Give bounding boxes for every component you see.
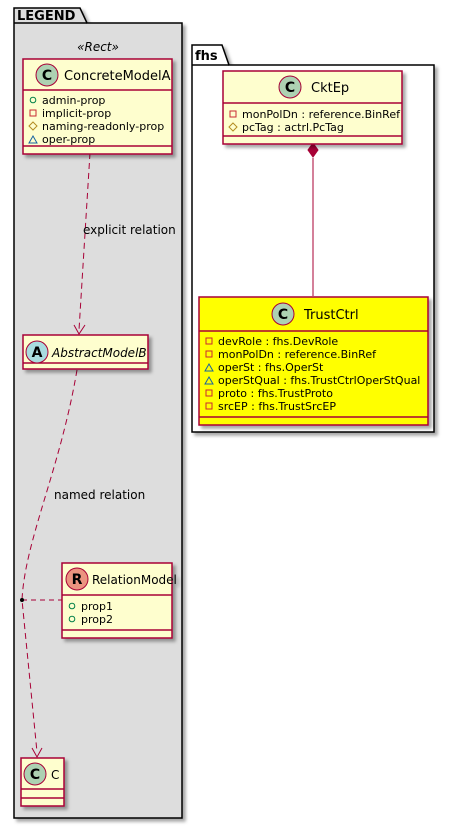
explicit-relation-label: explicit relation bbox=[83, 223, 176, 237]
prop-text: monPolDn : reference.BinRef bbox=[218, 348, 377, 361]
prop-row: pcTag : actrl.PcTag bbox=[228, 121, 344, 134]
class-trustctrl[interactable]: C TrustCtrl devRole : fhs.DevRole monPol… bbox=[198, 296, 429, 426]
public-visibility-icon bbox=[68, 602, 76, 610]
class-c[interactable]: C C bbox=[20, 757, 65, 807]
prop-row: operStQual : fhs.TrustCtrlOperStQual bbox=[204, 374, 420, 387]
prop-text: implicit-prop bbox=[42, 107, 111, 120]
prop-row: admin-prop bbox=[29, 94, 105, 107]
association-junction-dot bbox=[20, 598, 24, 602]
public-visibility-icon bbox=[29, 96, 37, 104]
prop-text: operSt : fhs.OperSt bbox=[218, 361, 324, 374]
package-visibility-icon bbox=[204, 375, 214, 385]
class-cktep-name: CktEp bbox=[311, 81, 349, 96]
private-visibility-icon bbox=[205, 350, 213, 358]
class-cktep-circle-icon bbox=[278, 75, 302, 99]
protected-visibility-icon bbox=[228, 122, 238, 132]
private-visibility-icon bbox=[205, 402, 213, 410]
prop-text: monPolDn : reference.BinRef bbox=[242, 108, 401, 121]
named-relation-label: named relation bbox=[54, 488, 145, 502]
prop-text: operStQual : fhs.TrustCtrlOperStQual bbox=[218, 374, 420, 387]
class-concrete-model-a-circle-letter: C bbox=[42, 68, 52, 84]
class-relation-model-name: RelationModel bbox=[92, 573, 177, 587]
private-visibility-icon bbox=[229, 110, 237, 118]
prop-row: proto : fhs.TrustProto bbox=[205, 387, 333, 400]
prop-row: implicit-prop bbox=[29, 107, 111, 120]
composition-diamond bbox=[307, 142, 319, 158]
package-visibility-icon bbox=[28, 134, 38, 144]
relations: explicit relation named relation bbox=[20, 142, 319, 759]
legend-package-title: LEGEND bbox=[17, 9, 76, 24]
prop-text: prop1 bbox=[81, 600, 113, 613]
class-relation-model-props: prop1 prop2 bbox=[68, 600, 113, 626]
prop-row: operSt : fhs.OperSt bbox=[204, 361, 324, 374]
private-visibility-icon bbox=[29, 109, 37, 117]
class-c-circle-icon bbox=[23, 762, 47, 786]
protected-visibility-icon bbox=[28, 121, 38, 131]
class-trustctrl-circle-letter: C bbox=[278, 307, 288, 323]
prop-text: prop2 bbox=[81, 613, 113, 626]
class-relation-model[interactable]: R RelationModel prop1 prop2 bbox=[61, 562, 177, 639]
legend-package-stereotype: «Rect» bbox=[77, 40, 119, 54]
prop-text: srcEP : fhs.TrustSrcEP bbox=[218, 400, 336, 413]
class-c-name: C bbox=[51, 768, 59, 782]
class-abstract-model-b-circle-letter: A bbox=[32, 345, 43, 361]
class-trustctrl-circle-icon bbox=[271, 302, 295, 326]
prop-text: proto : fhs.TrustProto bbox=[218, 387, 333, 400]
prop-text: pcTag : actrl.PcTag bbox=[242, 121, 344, 134]
private-visibility-icon bbox=[205, 337, 213, 345]
prop-row: srcEP : fhs.TrustSrcEP bbox=[205, 400, 336, 413]
class-concrete-model-a-name: ConcreteModelA bbox=[64, 69, 171, 84]
public-visibility-icon bbox=[68, 615, 76, 623]
class-abstract-model-b-name: AbstractModelB bbox=[51, 346, 147, 360]
prop-row: monPolDn : reference.BinRef bbox=[205, 348, 377, 361]
class-cktep-box bbox=[222, 70, 403, 145]
named-relation-line[interactable] bbox=[21, 369, 78, 753]
class-cktep[interactable]: C CktEp monPolDn : reference.BinRef pcTa… bbox=[222, 70, 403, 145]
class-trustctrl-box bbox=[198, 296, 429, 426]
package-visibility-icon bbox=[204, 362, 214, 372]
class-abstract-model-b[interactable]: A AbstractModelB bbox=[22, 334, 149, 370]
private-visibility-icon bbox=[205, 389, 213, 397]
class-concrete-model-a[interactable]: C ConcreteModelA admin-prop implicit-pro… bbox=[22, 58, 173, 155]
class-c-circle-letter: C bbox=[30, 767, 40, 783]
prop-row: naming-readonly-prop bbox=[28, 120, 164, 133]
class-abstract-model-b-circle-icon bbox=[25, 340, 49, 364]
class-relation-model-circle-letter: R bbox=[72, 572, 83, 588]
prop-text: oper-prop bbox=[42, 133, 95, 146]
prop-row: monPolDn : reference.BinRef bbox=[229, 108, 401, 121]
prop-row: devRole : fhs.DevRole bbox=[205, 335, 338, 348]
prop-text: naming-readonly-prop bbox=[42, 120, 164, 133]
prop-row: prop1 bbox=[68, 600, 113, 613]
class-trustctrl-name: TrustCtrl bbox=[303, 308, 359, 323]
explicit-relation-arrowhead bbox=[73, 324, 86, 335]
named-relation-arrowhead bbox=[31, 747, 43, 759]
class-cktep-props: monPolDn : reference.BinRef pcTag : actr… bbox=[228, 108, 401, 134]
prop-row: oper-prop bbox=[28, 133, 95, 146]
class-concrete-model-a-circle-icon bbox=[35, 63, 59, 87]
class-trustctrl-props: devRole : fhs.DevRole monPolDn : referen… bbox=[204, 335, 420, 413]
class-relation-model-circle-icon bbox=[65, 567, 89, 591]
prop-text: admin-prop bbox=[42, 94, 105, 107]
prop-row: prop2 bbox=[68, 613, 113, 626]
class-cktep-circle-letter: C bbox=[285, 80, 295, 96]
fhs-package-title: fhs bbox=[195, 49, 218, 64]
prop-text: devRole : fhs.DevRole bbox=[218, 335, 338, 348]
class-concrete-model-a-props: admin-prop implicit-prop naming-readonly… bbox=[28, 94, 164, 146]
